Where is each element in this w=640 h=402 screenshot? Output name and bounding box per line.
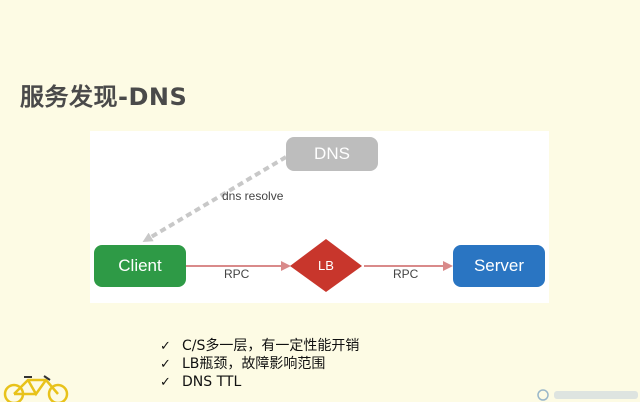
dns-resolve-arrow <box>142 155 288 243</box>
dns-resolve-label: dns resolve <box>222 189 284 203</box>
bullet-item: ✓ C/S多一层，有一定性能开销 <box>160 337 359 355</box>
wechat-watermark-icon <box>537 389 638 401</box>
server-node-label: Server <box>473 256 525 275</box>
check-icon: ✓ <box>160 339 171 354</box>
check-icon: ✓ <box>160 375 171 390</box>
rpc-label-right: RPC <box>393 267 419 281</box>
check-icon: ✓ <box>160 357 171 372</box>
client-node: Client <box>94 245 186 287</box>
bicycle-icon <box>3 375 69 402</box>
rpc-label-left: RPC <box>224 267 250 281</box>
bullet-text: C/S多一层，有一定性能开销 <box>182 338 360 354</box>
bullet-list: ✓ C/S多一层，有一定性能开销 ✓ LB瓶颈，故障影响范围 ✓ DNS TTL <box>160 337 359 391</box>
dns-node-label: DNS <box>314 144 350 163</box>
lb-node-label: LB <box>318 258 334 273</box>
bullet-text: LB瓶颈，故障影响范围 <box>182 356 326 372</box>
slide-title: 服务发现-DNS <box>20 83 188 111</box>
bullet-item: ✓ DNS TTL <box>160 373 359 391</box>
bullet-item: ✓ LB瓶颈，故障影响范围 <box>160 355 359 373</box>
lb-diamond <box>290 239 362 292</box>
bullet-text: DNS TTL <box>182 374 242 390</box>
dns-node: DNS <box>286 137 378 171</box>
server-node: Server <box>453 245 545 287</box>
client-node-label: Client <box>118 256 162 275</box>
